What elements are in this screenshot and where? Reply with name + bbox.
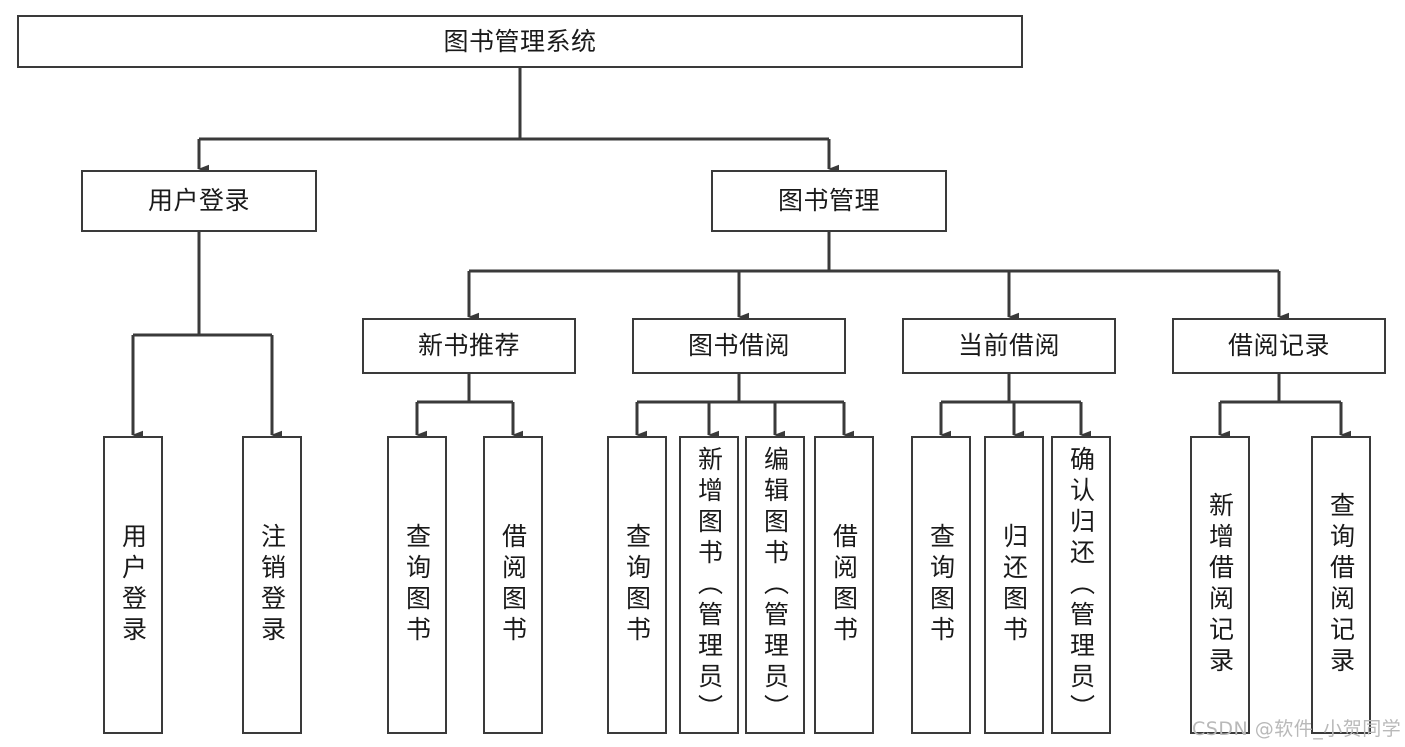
node-leaf-return-book[interactable]: 归还图书 — [984, 436, 1044, 734]
node-leaf-borrow-book-1-label: 借阅图书 — [498, 523, 528, 647]
node-new-book-rec[interactable]: 新书推荐 — [362, 318, 576, 374]
node-user-login[interactable]: 用户登录 — [81, 170, 317, 232]
node-leaf-query-book-2[interactable]: 查询图书 — [607, 436, 667, 734]
node-leaf-user-login-label: 用户登录 — [118, 523, 148, 647]
node-leaf-edit-book-label: 编辑图书（管理员） — [760, 445, 790, 725]
node-leaf-borrow-book-1[interactable]: 借阅图书 — [483, 436, 543, 734]
node-borrow-record-label: 借阅记录 — [1227, 331, 1330, 361]
node-leaf-query-book-1[interactable]: 查询图书 — [387, 436, 447, 734]
node-book-manage[interactable]: 图书管理 — [711, 170, 947, 232]
node-borrow-record[interactable]: 借阅记录 — [1172, 318, 1386, 374]
node-leaf-edit-book[interactable]: 编辑图书（管理员） — [745, 436, 805, 734]
node-book-manage-label: 图书管理 — [777, 186, 880, 216]
watermark: CSDN @软件_小贺同学 — [1192, 718, 1402, 740]
node-leaf-query-record[interactable]: 查询借阅记录 — [1311, 436, 1371, 734]
node-leaf-return-book-label: 归还图书 — [999, 523, 1029, 647]
node-user-login-label: 用户登录 — [147, 186, 250, 216]
node-new-book-rec-label: 新书推荐 — [417, 331, 520, 361]
node-book-borrow[interactable]: 图书借阅 — [632, 318, 846, 374]
node-leaf-query-book-1-label: 查询图书 — [402, 523, 432, 647]
node-leaf-confirm-return[interactable]: 确认归还（管理员） — [1051, 436, 1111, 734]
node-root[interactable]: 图书管理系统 — [17, 15, 1023, 68]
node-leaf-add-record[interactable]: 新增借阅记录 — [1190, 436, 1250, 734]
node-current-borrow-label: 当前借阅 — [957, 331, 1060, 361]
node-leaf-query-record-label: 查询借阅记录 — [1326, 492, 1356, 678]
node-current-borrow[interactable]: 当前借阅 — [902, 318, 1116, 374]
node-leaf-query-book-3-label: 查询图书 — [926, 523, 956, 647]
node-leaf-confirm-return-label: 确认归还（管理员） — [1066, 445, 1096, 725]
node-leaf-add-book[interactable]: 新增图书（管理员） — [679, 436, 739, 734]
node-leaf-borrow-book-2-label: 借阅图书 — [829, 523, 859, 647]
node-leaf-query-book-3[interactable]: 查询图书 — [911, 436, 971, 734]
node-leaf-query-book-2-label: 查询图书 — [622, 523, 652, 647]
node-leaf-add-book-label: 新增图书（管理员） — [694, 445, 724, 725]
node-book-borrow-label: 图书借阅 — [687, 331, 790, 361]
node-leaf-add-record-label: 新增借阅记录 — [1205, 492, 1235, 678]
node-leaf-borrow-book-2[interactable]: 借阅图书 — [814, 436, 874, 734]
node-leaf-logout-label: 注销登录 — [257, 523, 287, 647]
node-root-label: 图书管理系统 — [443, 26, 597, 56]
node-leaf-user-login[interactable]: 用户登录 — [103, 436, 163, 734]
node-leaf-logout[interactable]: 注销登录 — [242, 436, 302, 734]
